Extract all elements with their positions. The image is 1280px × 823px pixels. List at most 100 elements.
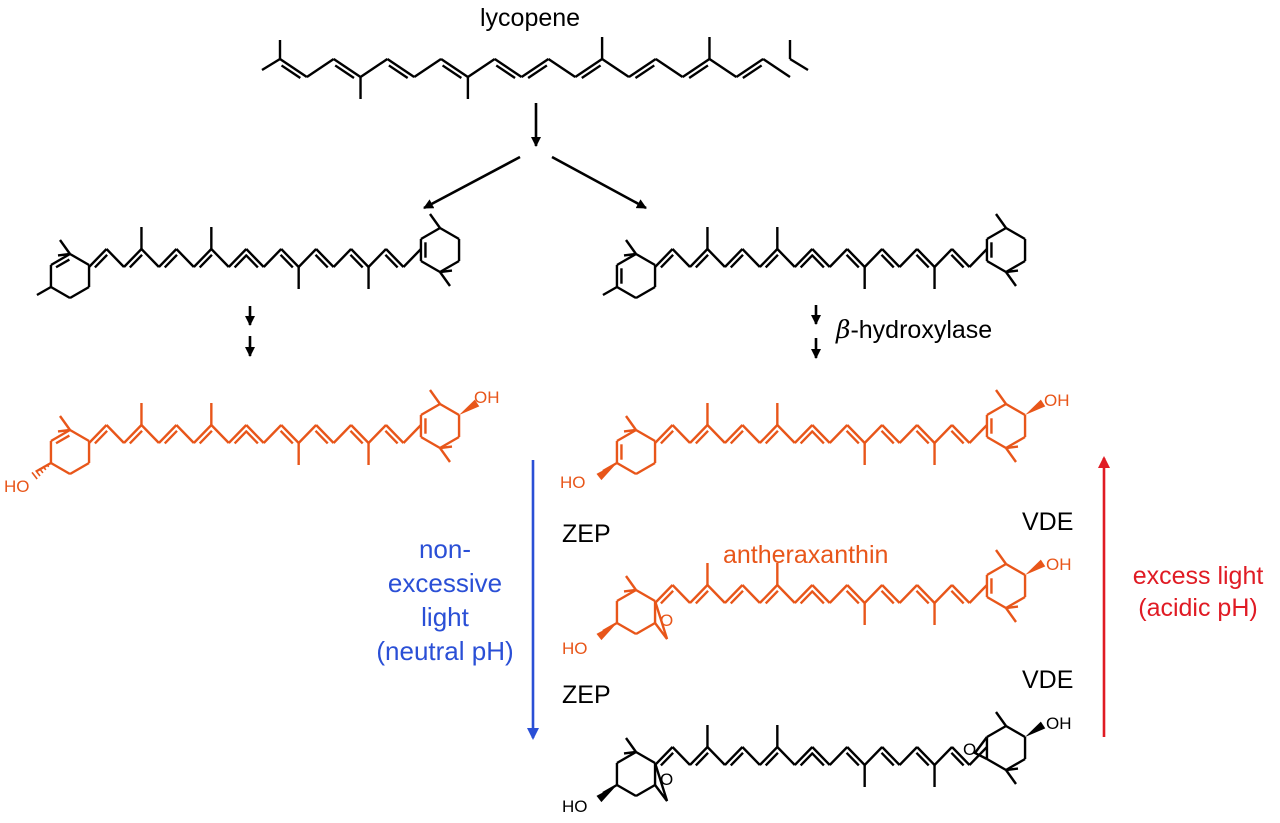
bond [1005, 769, 1017, 785]
double-bond [128, 429, 143, 445]
bond [863, 248, 883, 268]
wedge-bond [596, 785, 617, 803]
bond [968, 248, 988, 268]
bond [1005, 595, 1026, 610]
bond [863, 424, 883, 444]
bond [689, 424, 709, 444]
hashed-bond [46, 463, 50, 468]
bond [689, 746, 709, 766]
bond [881, 424, 901, 444]
wedge-bond [1025, 399, 1046, 415]
bond [671, 248, 691, 268]
double-bond [163, 429, 178, 445]
bond [881, 746, 901, 766]
bond [689, 584, 709, 604]
bond [402, 424, 422, 444]
bond [105, 424, 125, 444]
double-bond [810, 253, 825, 269]
double-bond [280, 64, 301, 80]
double-bond [660, 253, 674, 269]
double-bond [764, 253, 779, 269]
bond [175, 424, 195, 444]
high-light-condition-label: excess light (acidic pH) [1118, 560, 1278, 624]
arrow-branch-left [423, 155, 521, 210]
double-bond [880, 253, 895, 269]
double-bond [764, 751, 779, 767]
bond [986, 562, 1007, 577]
hashed-bond [35, 469, 41, 477]
bond [350, 248, 370, 268]
violaxanthin-ho-left: HO [562, 797, 588, 816]
bond [616, 252, 637, 267]
bond [654, 584, 674, 604]
bond [429, 389, 441, 405]
molecule-zeaxanthin [596, 389, 1046, 481]
bond [245, 424, 265, 444]
zep-label-lower: ZEP [562, 681, 611, 709]
double-bond [764, 429, 779, 445]
bond [193, 248, 213, 268]
bond [1005, 269, 1019, 274]
bond [671, 424, 691, 444]
bond [1005, 607, 1017, 623]
double-bond [163, 253, 178, 269]
bond [439, 445, 453, 450]
bond [69, 285, 90, 300]
bond [439, 259, 460, 274]
wedge-bond [459, 399, 480, 415]
bond [828, 746, 849, 766]
bond [245, 248, 265, 268]
bond [828, 248, 849, 268]
double-bond [634, 64, 655, 80]
bond [1005, 605, 1019, 610]
bond [439, 226, 460, 241]
bond [420, 402, 441, 417]
bond [439, 269, 453, 274]
bond [828, 424, 849, 444]
bond [88, 248, 108, 268]
bond [933, 424, 953, 444]
bond [50, 252, 71, 267]
antheraxanthin-label: antheraxanthin [723, 541, 889, 569]
double-bond [198, 429, 213, 445]
bond [385, 424, 405, 444]
bond [306, 58, 335, 78]
lutein-oh-right: OH [474, 388, 500, 407]
bond [574, 58, 603, 78]
bond [655, 58, 684, 78]
bond [724, 746, 744, 766]
molecule-antheraxanthin [596, 549, 1046, 641]
double-bond [55, 434, 70, 445]
bond [653, 762, 669, 802]
bond [762, 58, 791, 78]
double-bond [694, 751, 709, 767]
double-bond [694, 429, 709, 445]
bond [635, 428, 656, 443]
bond [140, 248, 160, 268]
double-bond [880, 429, 895, 445]
bond [280, 248, 300, 268]
double-bond [950, 429, 965, 445]
molecule-lutein [31, 389, 480, 480]
double-bond [128, 253, 143, 269]
hashed-bond [31, 471, 38, 480]
double-bond [314, 429, 329, 445]
bond [741, 248, 761, 268]
bond [616, 588, 637, 603]
bond [262, 248, 283, 268]
double-bond [349, 253, 364, 269]
bond [863, 584, 883, 604]
bond [315, 424, 335, 444]
bond [69, 428, 90, 443]
bond [210, 424, 230, 444]
bond [986, 435, 1007, 450]
double-bond [950, 751, 965, 767]
bond [635, 750, 656, 765]
bond [616, 621, 637, 636]
hashed-bond [38, 467, 44, 474]
bond [653, 600, 669, 640]
double-bond [314, 253, 329, 269]
zeaxanthin-oh-right: OH [1044, 391, 1070, 410]
double-bond [694, 253, 709, 269]
bond [776, 424, 796, 444]
